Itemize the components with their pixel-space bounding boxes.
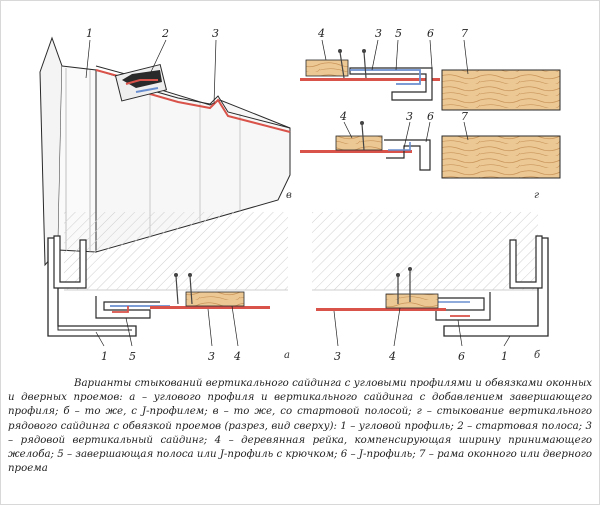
- label-b-1: 1: [501, 350, 508, 363]
- wood-strip-upper: [305, 59, 349, 77]
- window-frame-lower: [441, 135, 561, 179]
- figure-b: 3 4 6 1 б: [312, 212, 549, 363]
- label-a-1: 1: [101, 350, 108, 363]
- label-g-3b: 3: [406, 110, 413, 123]
- siding-b: [316, 308, 446, 311]
- label-g-4a: 4: [317, 27, 325, 40]
- label-v-1: 1: [86, 27, 93, 40]
- label-g-4b: 4: [339, 110, 347, 123]
- figure-caption: Варианты стыкований вертикального сайдин…: [8, 377, 592, 476]
- wood-strip-lower: [335, 135, 383, 151]
- figure-g: 4 3 5 6 7 4 3 6 7 г: [300, 27, 561, 201]
- label-v-3: 3: [212, 27, 219, 40]
- label-v-letter: в: [286, 190, 292, 201]
- label-a-letter: а: [284, 350, 290, 361]
- figure-a: 1 5 3 4 а: [47, 212, 290, 363]
- label-g-6a: 6: [427, 27, 434, 40]
- label-a-3: 3: [208, 350, 215, 363]
- siding-lower-g: [300, 150, 412, 153]
- label-b-4: 4: [388, 350, 396, 363]
- label-g-5: 5: [395, 27, 402, 40]
- label-a-5: 5: [129, 350, 136, 363]
- caption-text: Варианты стыкований вертикального сайдин…: [8, 378, 592, 475]
- label-b-6: 6: [458, 350, 465, 363]
- wood-strip-a: [185, 291, 245, 307]
- label-g-3a: 3: [375, 27, 382, 40]
- siding-upper-g: [300, 78, 440, 81]
- wood-strip-b: [385, 293, 439, 309]
- label-v-2: 2: [161, 27, 169, 40]
- label-g-7b: 7: [461, 110, 468, 123]
- label-g-7a: 7: [461, 27, 468, 40]
- label-g-6b: 6: [427, 110, 434, 123]
- label-b-3: 3: [334, 350, 341, 363]
- siding-a: [150, 306, 270, 309]
- label-b-letter: б: [534, 350, 541, 361]
- window-frame-upper: [441, 69, 561, 111]
- label-g-letter: г: [534, 190, 539, 201]
- wall-hatch-b: [312, 212, 538, 290]
- label-a-4: 4: [233, 350, 241, 363]
